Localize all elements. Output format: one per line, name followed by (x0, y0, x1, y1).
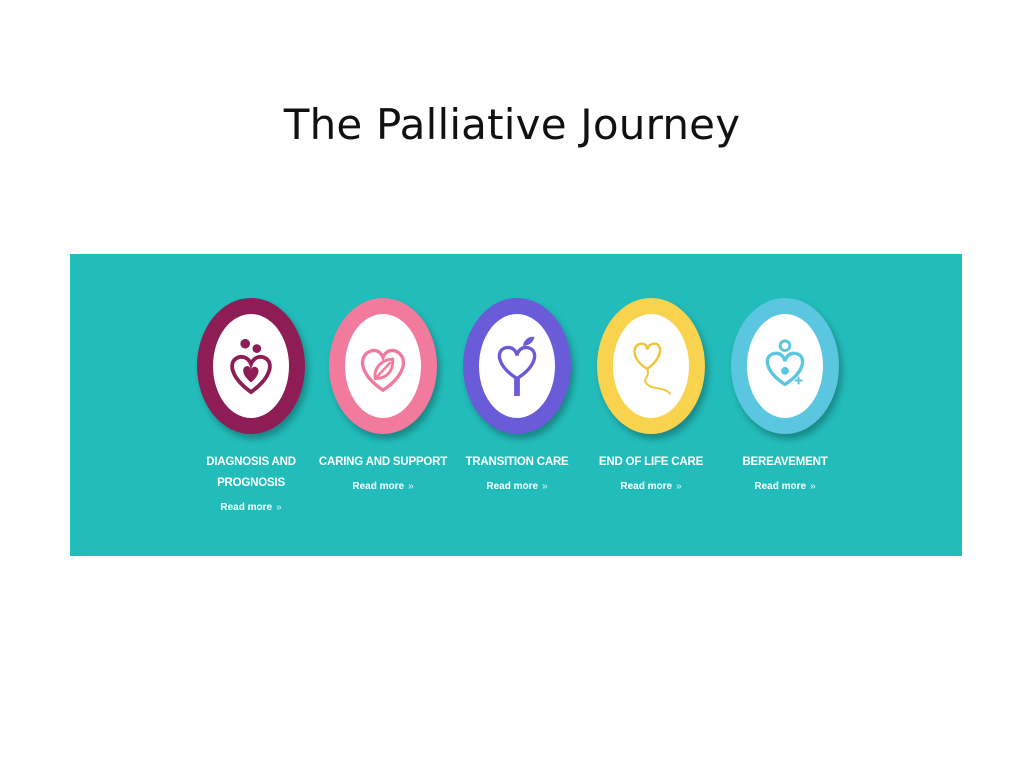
read-more-link[interactable]: Read more» (352, 481, 413, 492)
stage-title: END OF LIFE CARE (598, 456, 704, 468)
leaf-heart-icon (360, 348, 406, 393)
read-more-link[interactable]: Read more» (220, 502, 281, 513)
read-more-link[interactable]: Read more» (620, 481, 681, 492)
stage-title: TRANSITION CARE (465, 456, 569, 468)
stage-ring (329, 298, 437, 434)
stage-title: BEREAVEMENT (742, 456, 828, 468)
stage-caring-support: CARING AND SUPPORT Read more» (316, 298, 450, 494)
stage-ring (197, 298, 305, 434)
stage-ring (463, 298, 571, 434)
stage-diagnosis-prognosis: DIAGNOSIS AND PROGNOSIS Read more» (184, 298, 318, 515)
embrace-heart-icon (765, 339, 805, 387)
read-more-label: Read more (220, 502, 273, 513)
stage-ring (731, 298, 839, 434)
palliative-stages-banner: DIAGNOSIS AND PROGNOSIS Read more» CARIN… (70, 254, 962, 556)
chevron-right-icon: » (810, 481, 816, 492)
family-heart-icon (230, 338, 272, 395)
read-more-link[interactable]: Read more» (754, 481, 815, 492)
read-more-label: Read more (754, 481, 807, 492)
read-more-link[interactable]: Read more» (486, 481, 547, 492)
read-more-label: Read more (352, 481, 405, 492)
stage-title: CARING AND SUPPORT (318, 456, 448, 468)
read-more-label: Read more (620, 481, 673, 492)
stage-bereavement: BEREAVEMENT Read more» (718, 298, 852, 494)
stage-title: DIAGNOSIS AND PROGNOSIS (206, 456, 296, 489)
slide-title: The Palliative Journey (283, 100, 741, 149)
stage-ring (597, 298, 705, 434)
chevron-right-icon: » (676, 481, 682, 492)
stage-transition-care: TRANSITION CARE Read more» (450, 298, 584, 494)
chevron-right-icon: » (542, 481, 548, 492)
balloon-heart-icon (633, 342, 672, 395)
read-more-label: Read more (486, 481, 539, 492)
stage-end-of-life-care: END OF LIFE CARE Read more» (584, 298, 718, 494)
chevron-right-icon: » (408, 481, 414, 492)
tree-heart-icon (497, 336, 537, 396)
chevron-right-icon: » (276, 502, 282, 513)
